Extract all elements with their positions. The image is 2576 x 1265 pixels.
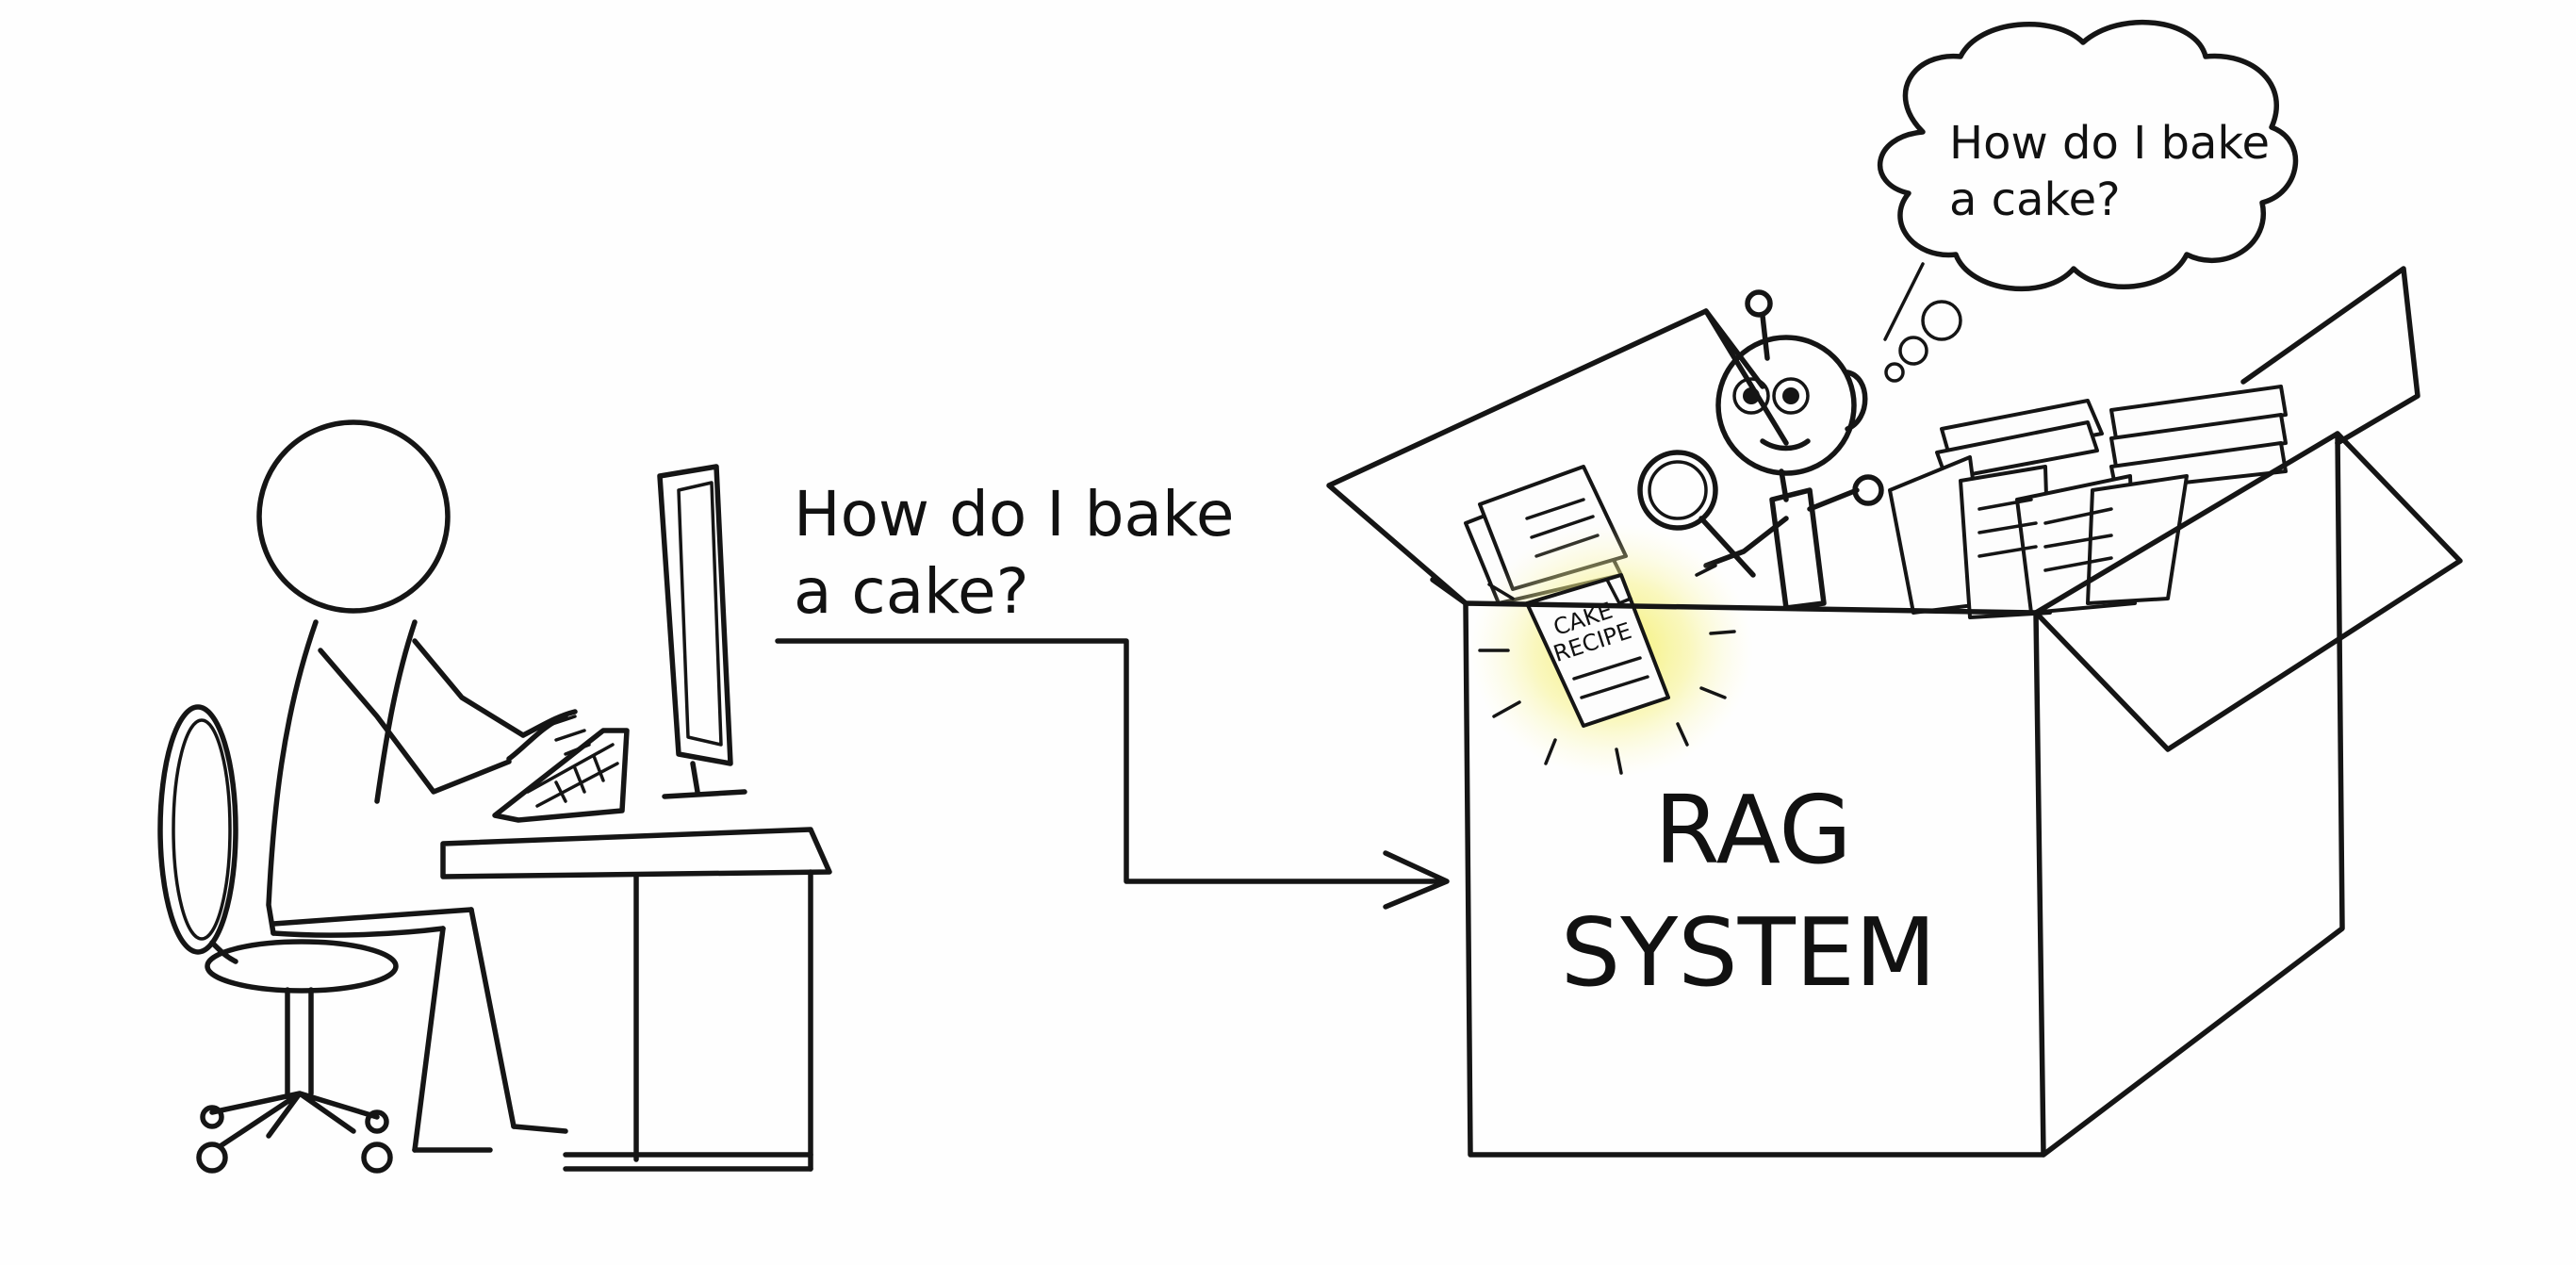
box-back-flaps [1326, 266, 2420, 606]
robot-icon [1703, 289, 1884, 611]
robot-thought: How do I bake a cake? [1949, 117, 2270, 226]
user-stick-figure [256, 419, 591, 1153]
robot-thought-line-1: How do I bake [1949, 117, 2270, 170]
box-label-line-2: SYSTEM [1561, 897, 1937, 1008]
robot-thought-line-2: a cake? [1949, 173, 2121, 226]
user-question-line-1: How do I bake [794, 478, 1234, 550]
keyboard [492, 728, 630, 823]
box-label: RAG SYSTEM [1561, 775, 1937, 1008]
rag-system-box [1430, 431, 2463, 1158]
user-question-line-2: a cake? [794, 555, 1029, 628]
desk [440, 827, 832, 1172]
user-question: How do I bake a cake? [794, 478, 1234, 628]
thought-bubble-icon [1877, 19, 2299, 383]
office-chair [157, 704, 399, 1174]
box-label-line-1: RAG [1654, 775, 1852, 885]
monitor-icon [657, 464, 747, 799]
magnifying-glass-icon [1637, 450, 1756, 578]
query-arrow [775, 638, 1450, 910]
retrieved-recipe-document: CAKE RECIPE [1470, 523, 1753, 778]
